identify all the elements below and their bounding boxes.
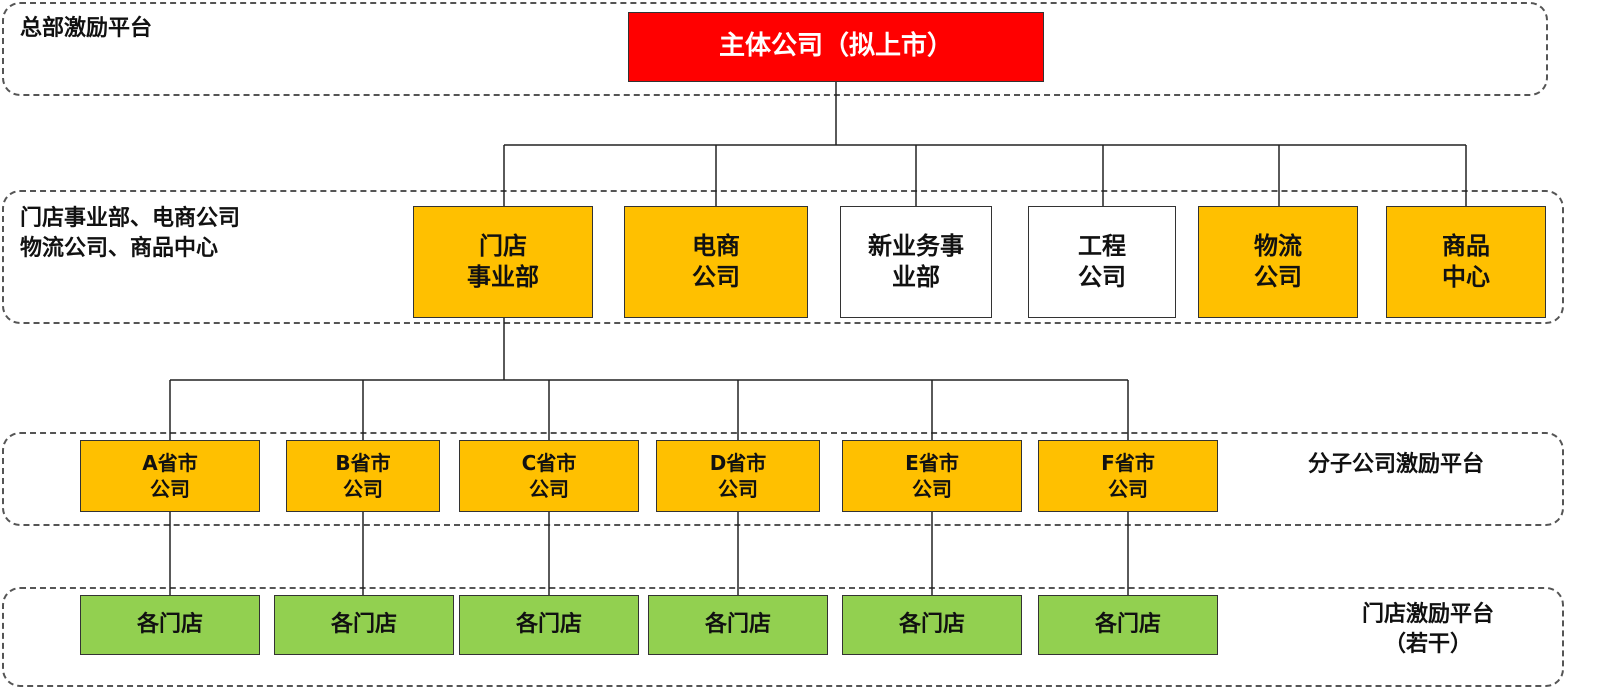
band-label-hq: 总部激励平台	[20, 16, 153, 41]
store-c: 各门店	[459, 595, 639, 655]
band-branch	[2, 432, 1564, 526]
root-node: 主体公司（拟上市）	[628, 12, 1044, 82]
branch-e: E省市 公司	[842, 440, 1022, 512]
store-e: 各门店	[842, 595, 1022, 655]
band-division	[2, 190, 1564, 324]
band-hq	[2, 2, 1548, 96]
branch-f: F省市 公司	[1038, 440, 1218, 512]
band-label-branch: 分子公司激励平台	[1308, 452, 1485, 477]
branch-d: D省市 公司	[656, 440, 820, 512]
division-logistics: 物流 公司	[1198, 206, 1358, 318]
band-store	[2, 587, 1564, 687]
division-store: 门店 事业部	[413, 206, 593, 318]
store-b: 各门店	[274, 595, 454, 655]
division-ecommerce: 电商 公司	[624, 206, 808, 318]
band-label-division: 门店事业部、电商公司 物流公司、商品中心	[20, 206, 241, 261]
store-d: 各门店	[648, 595, 828, 655]
branch-a: A省市 公司	[80, 440, 260, 512]
division-engineering: 工程 公司	[1028, 206, 1176, 318]
store-a: 各门店	[80, 595, 260, 655]
branch-c: C省市 公司	[459, 440, 639, 512]
division-new-business: 新业务事 业部	[840, 206, 992, 318]
store-f: 各门店	[1038, 595, 1218, 655]
division-goods-center: 商品 中心	[1386, 206, 1546, 318]
band-label-store: 门店激励平台 （若干）	[1362, 602, 1495, 657]
branch-b: B省市 公司	[286, 440, 440, 512]
